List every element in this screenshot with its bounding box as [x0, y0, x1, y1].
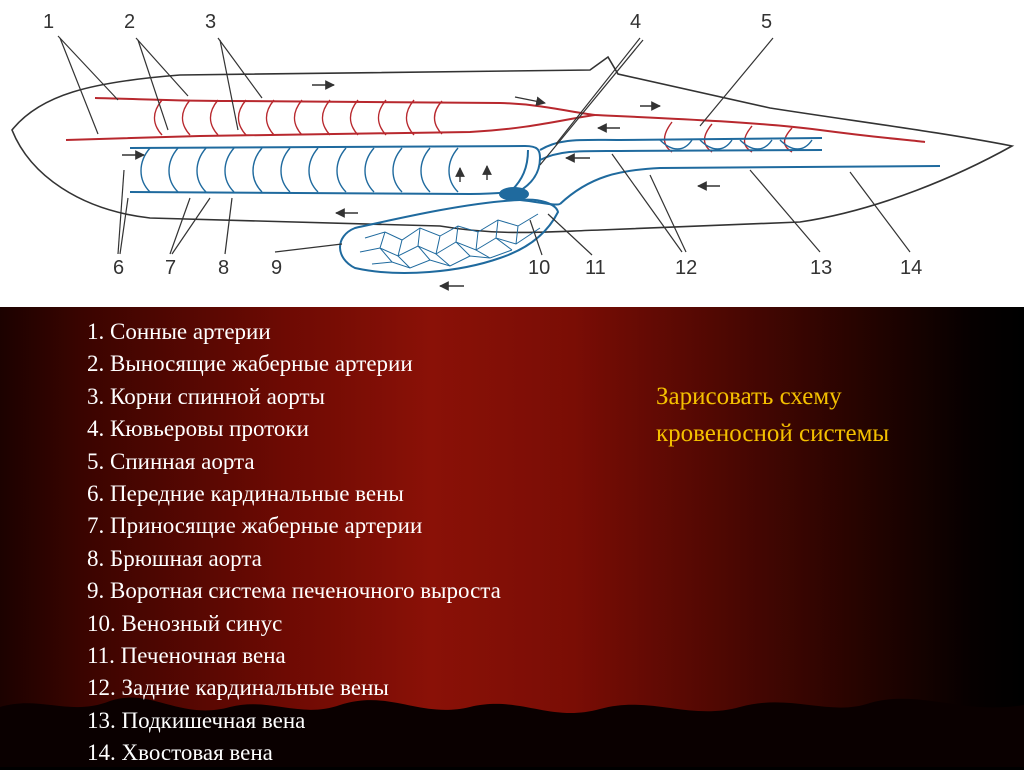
efferent-branchial-arteries — [153, 99, 443, 136]
label-9: 9 — [271, 257, 282, 279]
legend-item: 10. Венозный синус — [87, 610, 283, 636]
label-3: 3 — [205, 11, 216, 33]
diagram-panel: 1 2 3 4 5 6 7 8 9 10 11 12 13 14 — [0, 0, 1024, 307]
task-line-2: кровеносной системы — [656, 420, 890, 447]
label-7: 7 — [165, 257, 176, 279]
label-4: 4 — [630, 11, 641, 33]
venous-sinus — [499, 187, 529, 201]
legend-item: 3. Корни спинной аорты — [87, 383, 325, 409]
hepatic-vein — [519, 199, 561, 206]
afferent-branchial-arteries — [140, 147, 459, 193]
dorsal-aorta — [594, 114, 926, 143]
body-outline — [11, 55, 1015, 234]
label-6: 6 — [113, 257, 124, 279]
posterior-cardinal-vein-upper — [539, 137, 823, 151]
flow-arrows — [122, 80, 720, 291]
label-8: 8 — [218, 257, 229, 279]
legend-item: 12. Задние кардинальные вены — [87, 675, 389, 701]
curtain-drape — [0, 697, 1024, 767]
ventral-aorta — [129, 191, 511, 196]
number-labels: 1 2 3 4 5 6 7 8 9 10 11 12 13 14 — [43, 11, 922, 279]
legend-item: 1. Сонные артерии — [87, 319, 271, 344]
carotid-artery-upper — [94, 97, 596, 116]
task-instruction: Зарисовать схему кровеносной системы — [656, 378, 889, 452]
legend-list: 1. Сонные артерии 2. Выносящие жаберные … — [87, 316, 501, 770]
hepatic-outline — [339, 198, 560, 274]
cuvier-duct-2 — [511, 149, 529, 191]
carotid-artery-lower — [65, 114, 596, 141]
label-10: 10 — [528, 257, 550, 279]
label-12: 12 — [675, 257, 697, 279]
label-11: 11 — [585, 257, 606, 279]
arteries — [65, 97, 926, 153]
cuvier-duct — [517, 157, 541, 193]
legend-item: 9. Воротная система печеночного выроста — [87, 578, 501, 604]
label-13: 13 — [810, 257, 832, 279]
legend-item: 6. Передние кардинальные вены — [87, 481, 404, 507]
legend-item: 13. Подкишечная вена — [87, 707, 306, 733]
veins — [129, 137, 941, 274]
kidney-loops — [659, 139, 813, 150]
curtain-background — [0, 307, 1024, 767]
hepatic-network — [359, 213, 541, 269]
legend-item: 2. Выносящие жаберные артерии — [87, 351, 413, 377]
leader-lines — [57, 35, 911, 256]
task-line-1: Зарисовать схему — [656, 383, 842, 410]
label-2: 2 — [124, 11, 135, 33]
legend-item: 11. Печеночная вена — [87, 643, 286, 669]
label-5: 5 — [761, 11, 772, 33]
legend-item: 7. Приносящие жаберные артерии — [87, 513, 423, 539]
label-1: 1 — [43, 11, 54, 33]
legend-item: 4. Кювьеровы протоки — [87, 416, 309, 442]
anterior-cardinal-vein — [129, 144, 541, 159]
legend-item: 5. Спинная аорта — [87, 448, 255, 474]
subintestinal-vein — [559, 165, 941, 205]
legend-item: 8. Брюшная аорта — [87, 545, 262, 571]
label-14: 14 — [900, 257, 922, 279]
legend-item: 14. Хвостовая вена — [87, 740, 273, 766]
circulatory-diagram: 1 2 3 4 5 6 7 8 9 10 11 12 13 14 — [11, 11, 1015, 291]
